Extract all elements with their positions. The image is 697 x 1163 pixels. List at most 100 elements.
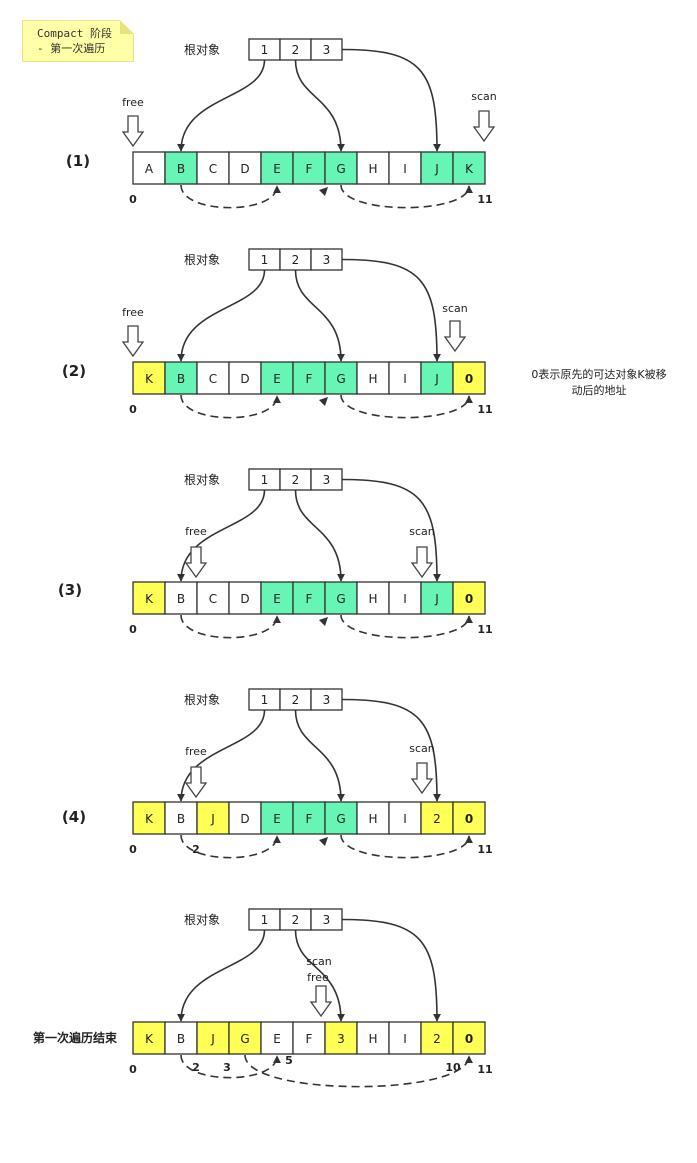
stage-label: (3) bbox=[58, 581, 82, 599]
heap-cell bbox=[388, 361, 422, 395]
heap-cell-label: B bbox=[177, 162, 185, 176]
heap-cell bbox=[356, 151, 390, 185]
heap-cell bbox=[228, 151, 262, 185]
scan-arrow-icon bbox=[410, 546, 434, 579]
heap-cell-label: E bbox=[273, 162, 281, 176]
heap-cell-label: 2 bbox=[433, 812, 441, 826]
sub-label: 5 bbox=[285, 1054, 293, 1067]
heap-cell-label: H bbox=[368, 1032, 377, 1046]
free-label: free bbox=[122, 96, 144, 109]
reference-arrow bbox=[180, 834, 281, 859]
heap-cell bbox=[292, 581, 326, 615]
scan-label: scan bbox=[306, 955, 332, 968]
free-arrow-icon bbox=[184, 546, 208, 579]
heap-cell-label: H bbox=[368, 592, 377, 606]
heap-cell-label: I bbox=[403, 812, 407, 826]
index-end: 11 bbox=[477, 843, 492, 856]
heap-cell-label: G bbox=[336, 812, 345, 826]
reference-arrow bbox=[340, 614, 473, 639]
free-arrow-icon bbox=[121, 325, 145, 358]
heap-cell-label: H bbox=[368, 372, 377, 386]
stage-label: 第一次遍历结束 bbox=[33, 1030, 118, 1045]
heap-cell bbox=[452, 361, 486, 395]
stage-label: (2) bbox=[62, 362, 86, 380]
heap-cell-label: C bbox=[209, 592, 217, 606]
index-start: 0 bbox=[129, 193, 137, 206]
heap-cell-label: F bbox=[306, 592, 313, 606]
heap-cell bbox=[420, 801, 454, 835]
heap-cell bbox=[324, 151, 358, 185]
reference-arrow bbox=[340, 184, 473, 209]
root-pointer-arrow bbox=[177, 709, 266, 802]
root-number: 2 bbox=[292, 43, 300, 57]
heap-cell-label: F bbox=[306, 162, 313, 176]
heap-cell bbox=[388, 581, 422, 615]
root-pointer-arrow bbox=[294, 59, 345, 152]
root-number: 2 bbox=[292, 693, 300, 707]
heap-cell-label: C bbox=[209, 162, 217, 176]
sub-label: 2 bbox=[192, 1061, 200, 1074]
index-end: 11 bbox=[477, 1063, 492, 1076]
heap-cell-label: K bbox=[145, 1032, 154, 1046]
heap-cell-label: K bbox=[145, 372, 154, 386]
heap-cell bbox=[324, 801, 358, 835]
heap-cell-label: G bbox=[336, 162, 345, 176]
root-pointer-arrow bbox=[177, 489, 266, 582]
root-label: 根对象 bbox=[184, 43, 220, 57]
root-pointer-arrow bbox=[341, 48, 441, 152]
heap-cell bbox=[164, 581, 198, 615]
reference-arrow bbox=[340, 394, 473, 419]
root-pointer-arrow bbox=[341, 478, 441, 582]
root-pointer-arrow bbox=[177, 269, 266, 362]
heap-cell-label: B bbox=[177, 812, 185, 826]
heap-cell-label: C bbox=[209, 372, 217, 386]
heap-cell bbox=[356, 581, 390, 615]
heap-cell bbox=[452, 801, 486, 835]
heap-cell-label: E bbox=[273, 372, 281, 386]
heap-cell bbox=[132, 1021, 166, 1055]
heap-cell bbox=[196, 801, 230, 835]
heap-cell bbox=[228, 1021, 262, 1055]
heap-cell-label: H bbox=[368, 162, 377, 176]
heap-cell bbox=[228, 361, 262, 395]
heap-cell-label: G bbox=[240, 1032, 249, 1046]
heap-cell-label: 2 bbox=[433, 1032, 441, 1046]
heap-cell bbox=[388, 1021, 422, 1055]
index-end: 11 bbox=[477, 193, 492, 206]
scan-arrow-icon bbox=[410, 762, 434, 795]
heap-cell bbox=[452, 1021, 486, 1055]
root-pointer-arrow bbox=[177, 929, 266, 1022]
heap-cell-label: B bbox=[177, 372, 185, 386]
heap-cell bbox=[356, 1021, 390, 1055]
root-number: 2 bbox=[292, 253, 300, 267]
scan-arrow-icon bbox=[443, 320, 467, 353]
heap-cell-label: B bbox=[177, 1032, 185, 1046]
free-arrow-icon bbox=[121, 115, 145, 148]
heap-cell bbox=[292, 151, 326, 185]
root-number: 3 bbox=[323, 473, 331, 487]
index-start: 0 bbox=[129, 403, 137, 416]
reference-arrow bbox=[244, 1054, 473, 1088]
root-number: 1 bbox=[261, 913, 269, 927]
free-label: free bbox=[185, 745, 207, 758]
root-pointer-arrow bbox=[341, 698, 441, 802]
heap-cell bbox=[388, 801, 422, 835]
free-label: free bbox=[307, 971, 329, 984]
root-number: 3 bbox=[323, 913, 331, 927]
heap-cell bbox=[196, 1021, 230, 1055]
root-number: 1 bbox=[261, 693, 269, 707]
heap-cell bbox=[260, 361, 294, 395]
side-note-line-2: 动后的地址 bbox=[571, 384, 627, 397]
root-number: 3 bbox=[323, 253, 331, 267]
heap-cell bbox=[260, 151, 294, 185]
heap-cell-label: J bbox=[210, 1032, 215, 1046]
heap-cell bbox=[260, 1021, 294, 1055]
root-pointer-arrow bbox=[341, 918, 441, 1022]
heap-cell bbox=[164, 801, 198, 835]
root-number: 2 bbox=[292, 913, 300, 927]
root-label: 根对象 bbox=[184, 913, 220, 927]
